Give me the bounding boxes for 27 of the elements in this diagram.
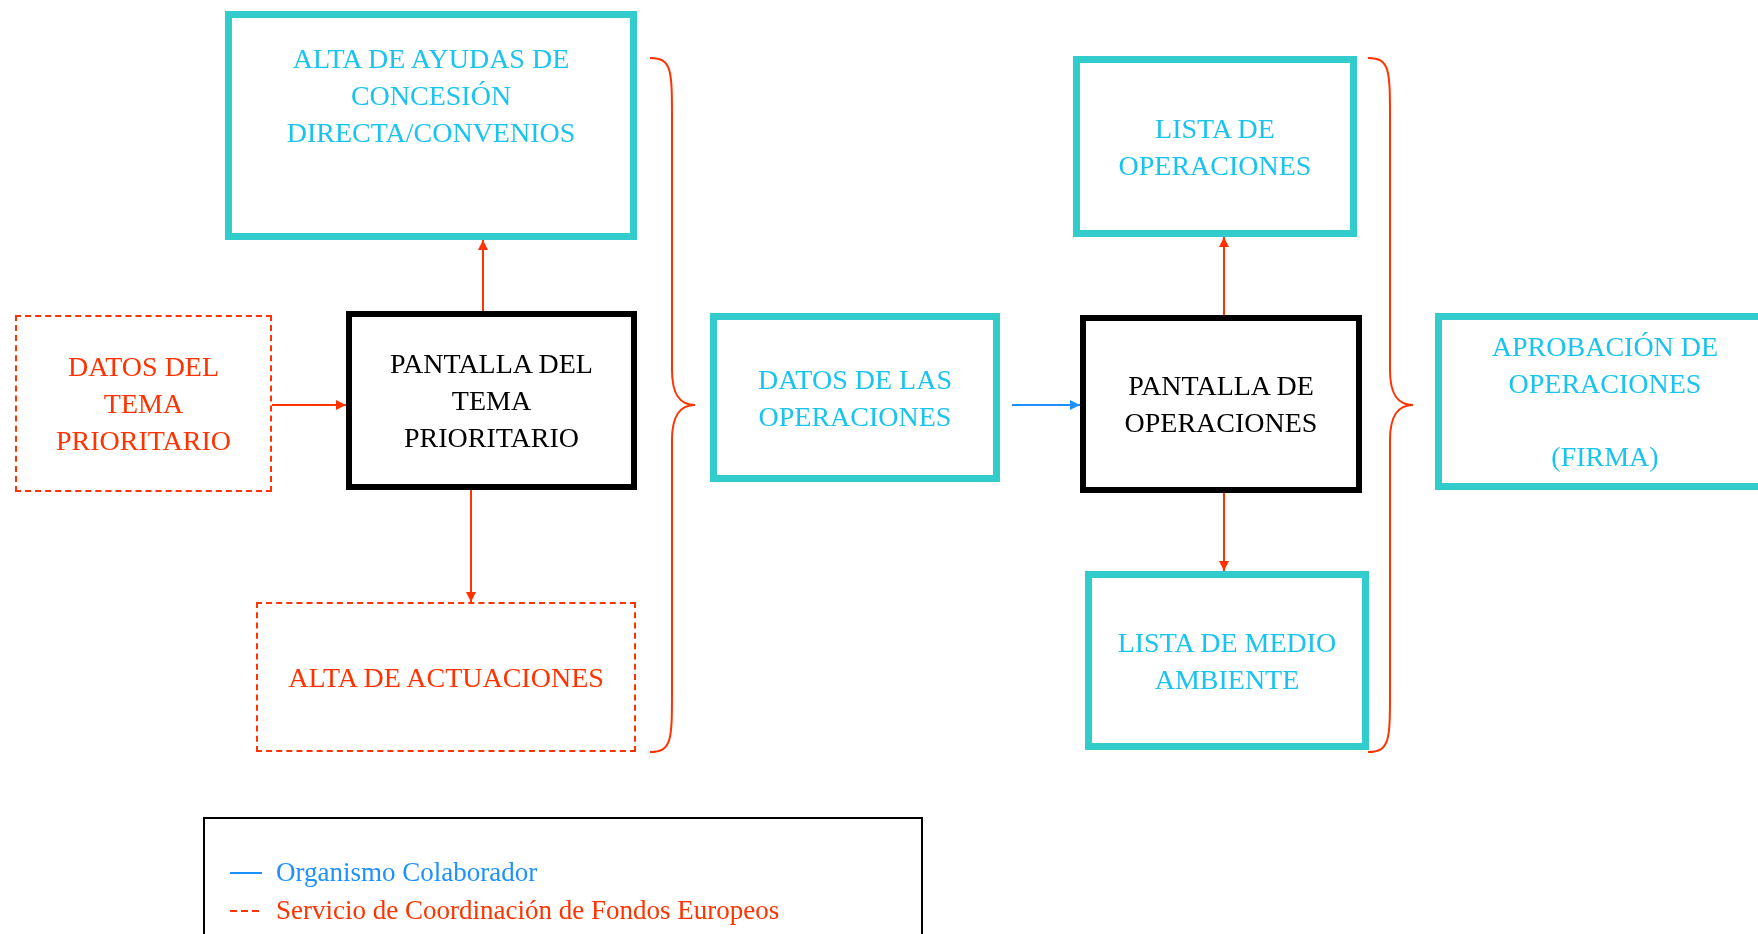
process-box [225,11,637,240]
arrow [271,400,347,410]
arrow [1219,492,1229,572]
legend-text: Organismo Colaborador [276,857,538,888]
box-text: APROBACIÓN DE OPERACIONES [1490,330,1720,401]
box-text: PANTALLA DEL TEMA PRIORITARIO [389,347,594,455]
arrow [1011,400,1081,410]
arrow [466,489,476,603]
arrow [478,239,488,312]
box-text: (FIRMA) [1551,440,1659,474]
process-box [1435,313,1758,490]
legend-text: Servicio de Coordinación de Fondos Europeos [276,895,780,926]
box-text: LISTA DE OPERACIONES [1117,111,1313,183]
box-text: DATOS DEL TEMA PRIORITARIO [54,350,233,458]
process-box [1073,56,1357,237]
box-text: ALTA DE ACTUACIONES [288,660,604,695]
arrow [1219,236,1229,316]
box-text: ALTA DE AYUDAS DE CONCESIÓN DIRECTA/CONVENIOS [285,42,577,150]
data-box [256,602,636,752]
box-text: LISTA DE MEDIO AMBIENTE [1116,625,1338,697]
box-text: DATOS DE LAS OPERACIONES [757,362,953,434]
data-box [15,315,272,492]
box-text: PANTALLA DE OPERACIONES [1123,369,1319,440]
screen-box [1080,315,1362,493]
process-box [710,313,1000,482]
process-box [1085,571,1369,750]
screen-box [346,311,637,490]
